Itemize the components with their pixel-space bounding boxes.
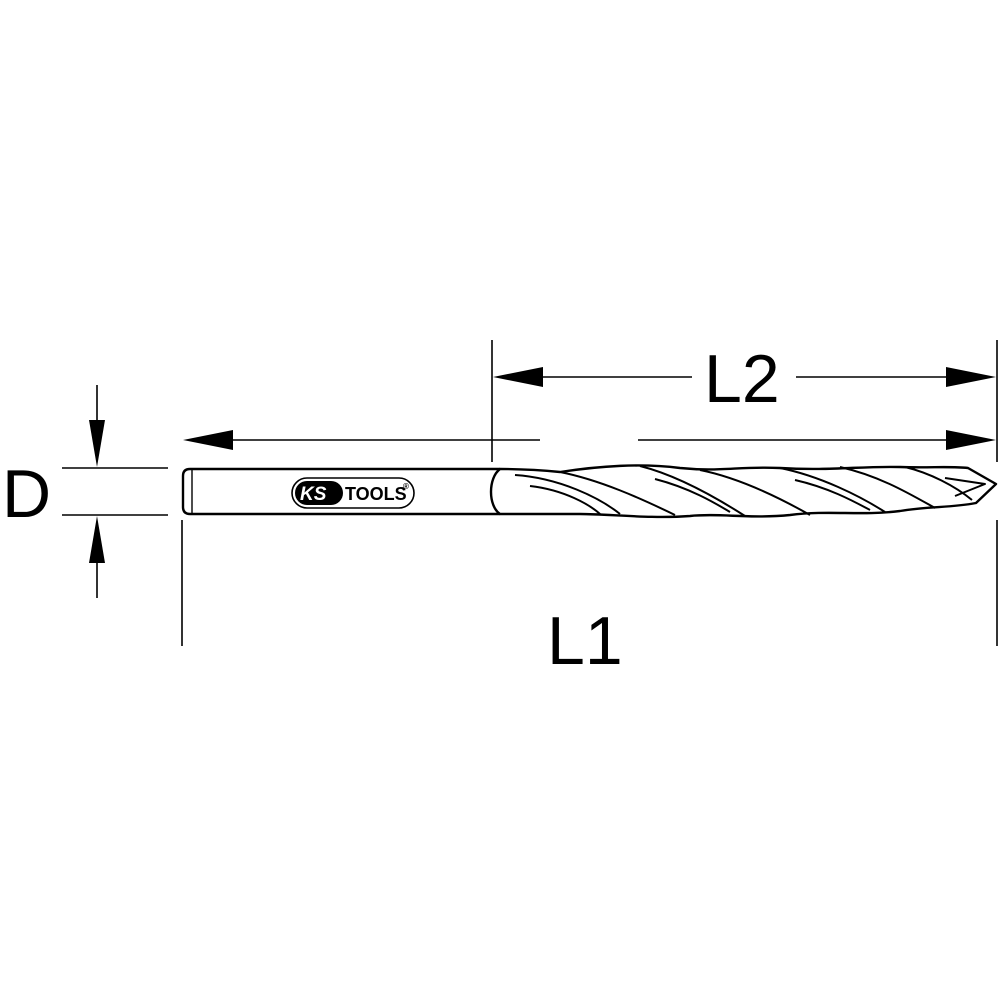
flute-length-label: L2 — [704, 341, 780, 417]
total-length-dimension — [181, 439, 998, 646]
flute-helix-7 — [904, 466, 973, 501]
flute-length-dimension — [491, 340, 998, 462]
logo-registered-mark: ® — [403, 482, 409, 491]
total-length-label: L1 — [547, 603, 623, 679]
flute-helix-2 — [559, 471, 676, 516]
total-length-arrow-left — [183, 430, 233, 450]
flute-length-arrow-left — [493, 367, 543, 387]
logo-brand-right: TOOLS — [345, 484, 407, 504]
diameter-dimension — [62, 385, 168, 598]
drill-shank — [181, 467, 500, 516]
flute-helix-1b — [529, 485, 601, 515]
flute-helix-1 — [514, 474, 621, 515]
flute-helix-6 — [839, 466, 936, 509]
drill-bit — [181, 464, 998, 519]
flute-helix-3b — [654, 478, 731, 513]
diameter-label: D — [2, 456, 51, 532]
drill-tip-cutting-edge — [944, 477, 986, 497]
flute-body-outline — [489, 464, 998, 519]
logo-dark-badge — [295, 481, 343, 505]
flute-helix-5 — [779, 467, 886, 513]
diameter-arrow-head-bottom — [89, 516, 105, 563]
total-length-arrow-right — [946, 430, 996, 450]
flute-length-arrow-right — [946, 367, 996, 387]
flute-helix-5b — [794, 479, 871, 511]
ks-tools-logo: KS TOOLS ® — [291, 477, 415, 509]
flute-helix-4 — [699, 469, 811, 516]
flute-helix-3 — [639, 465, 746, 517]
diameter-arrow-head-top — [89, 420, 105, 467]
logo-brand-left: KS — [300, 484, 327, 505]
